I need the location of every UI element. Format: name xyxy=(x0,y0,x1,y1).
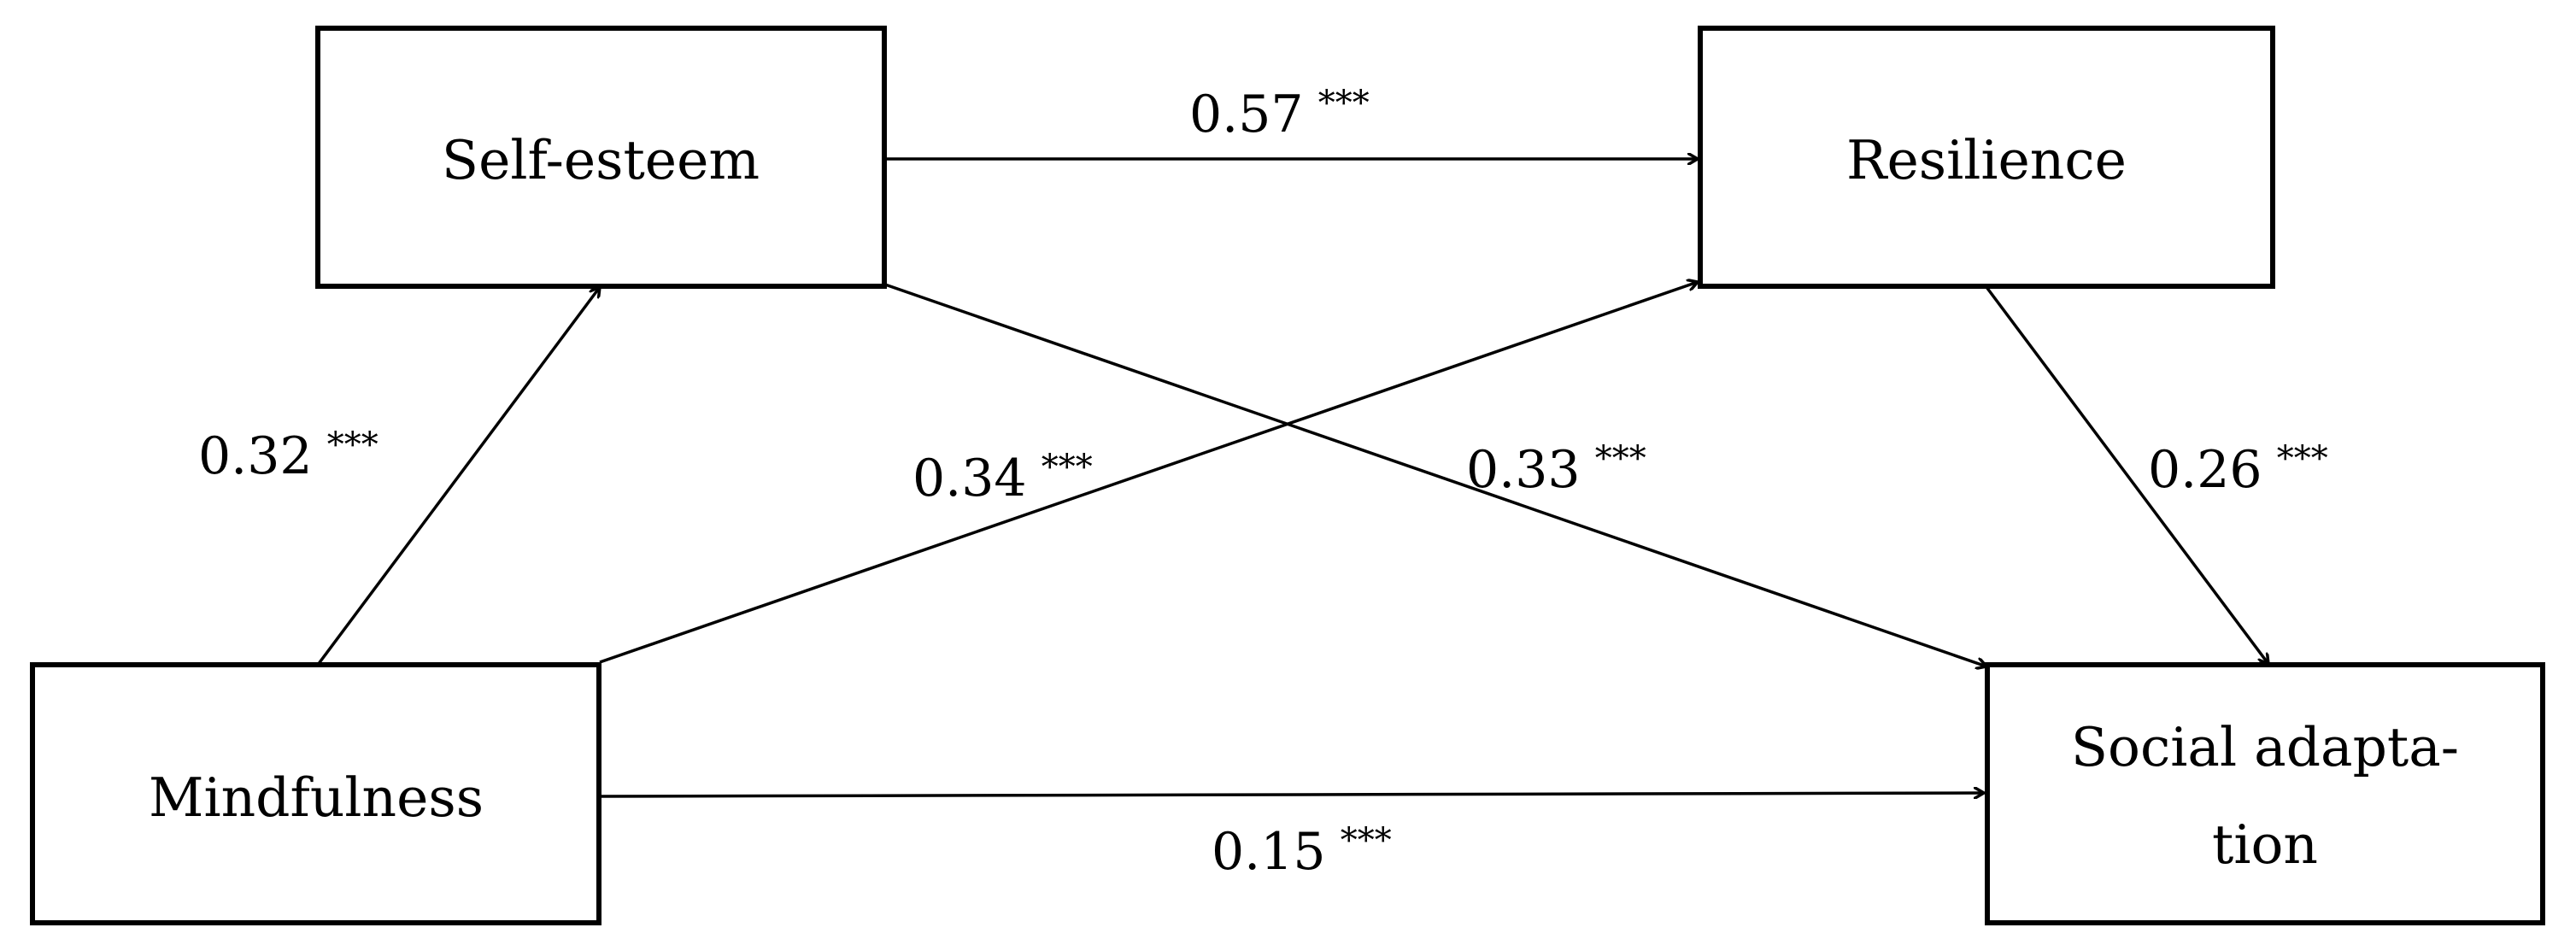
coef-label-mindfulness-to-selfesteem: 0.32 *** xyxy=(198,426,378,486)
node-social-adaptation: Social adapta- tion xyxy=(1985,662,2545,925)
coef-value: 0.15 xyxy=(1212,822,1326,882)
coef-label-resilience-to-social: 0.26 *** xyxy=(2148,439,2328,500)
node-label: Resilience xyxy=(1846,129,2127,191)
coef-label-mindfulness-to-social: 0.15 *** xyxy=(1212,821,1392,882)
node-self-esteem: Self-esteem xyxy=(315,26,887,289)
node-label: Mindfulness xyxy=(149,766,484,829)
node-resilience: Resilience xyxy=(1698,26,2275,289)
coef-value: 0.33 xyxy=(1466,440,1581,500)
node-mindfulness: Mindfulness xyxy=(30,662,601,925)
coef-value: 0.32 xyxy=(198,426,313,486)
arrow-resilience-to-social xyxy=(1985,285,2268,664)
coef-value: 0.57 xyxy=(1189,85,1304,144)
significance-stars: *** xyxy=(1595,439,1646,478)
significance-stars: *** xyxy=(2277,439,2328,478)
node-label-line1: Social adapta- xyxy=(2071,716,2459,778)
coef-value: 0.26 xyxy=(2148,440,2262,500)
arrow-selfesteem-to-social xyxy=(884,283,1986,666)
significance-stars: *** xyxy=(1341,821,1392,860)
coef-label-mindfulness-to-resilience: 0.34 *** xyxy=(912,448,1093,508)
arrow-mindfulness-to-social xyxy=(599,793,1984,796)
significance-stars: *** xyxy=(1042,448,1093,487)
significance-stars: *** xyxy=(327,426,378,465)
node-label: Self-esteem xyxy=(442,129,760,191)
coef-label-selfesteem-to-social: 0.33 *** xyxy=(1466,439,1646,500)
significance-stars: *** xyxy=(1318,84,1370,123)
node-label-line2: tion xyxy=(2212,813,2318,876)
arrow-mindfulness-to-resilience xyxy=(599,282,1698,664)
arrow-mindfulness-to-selfesteem xyxy=(316,287,600,666)
coef-label-selfesteem-to-resilience: 0.57 *** xyxy=(1189,84,1370,144)
coef-value: 0.34 xyxy=(912,449,1027,508)
